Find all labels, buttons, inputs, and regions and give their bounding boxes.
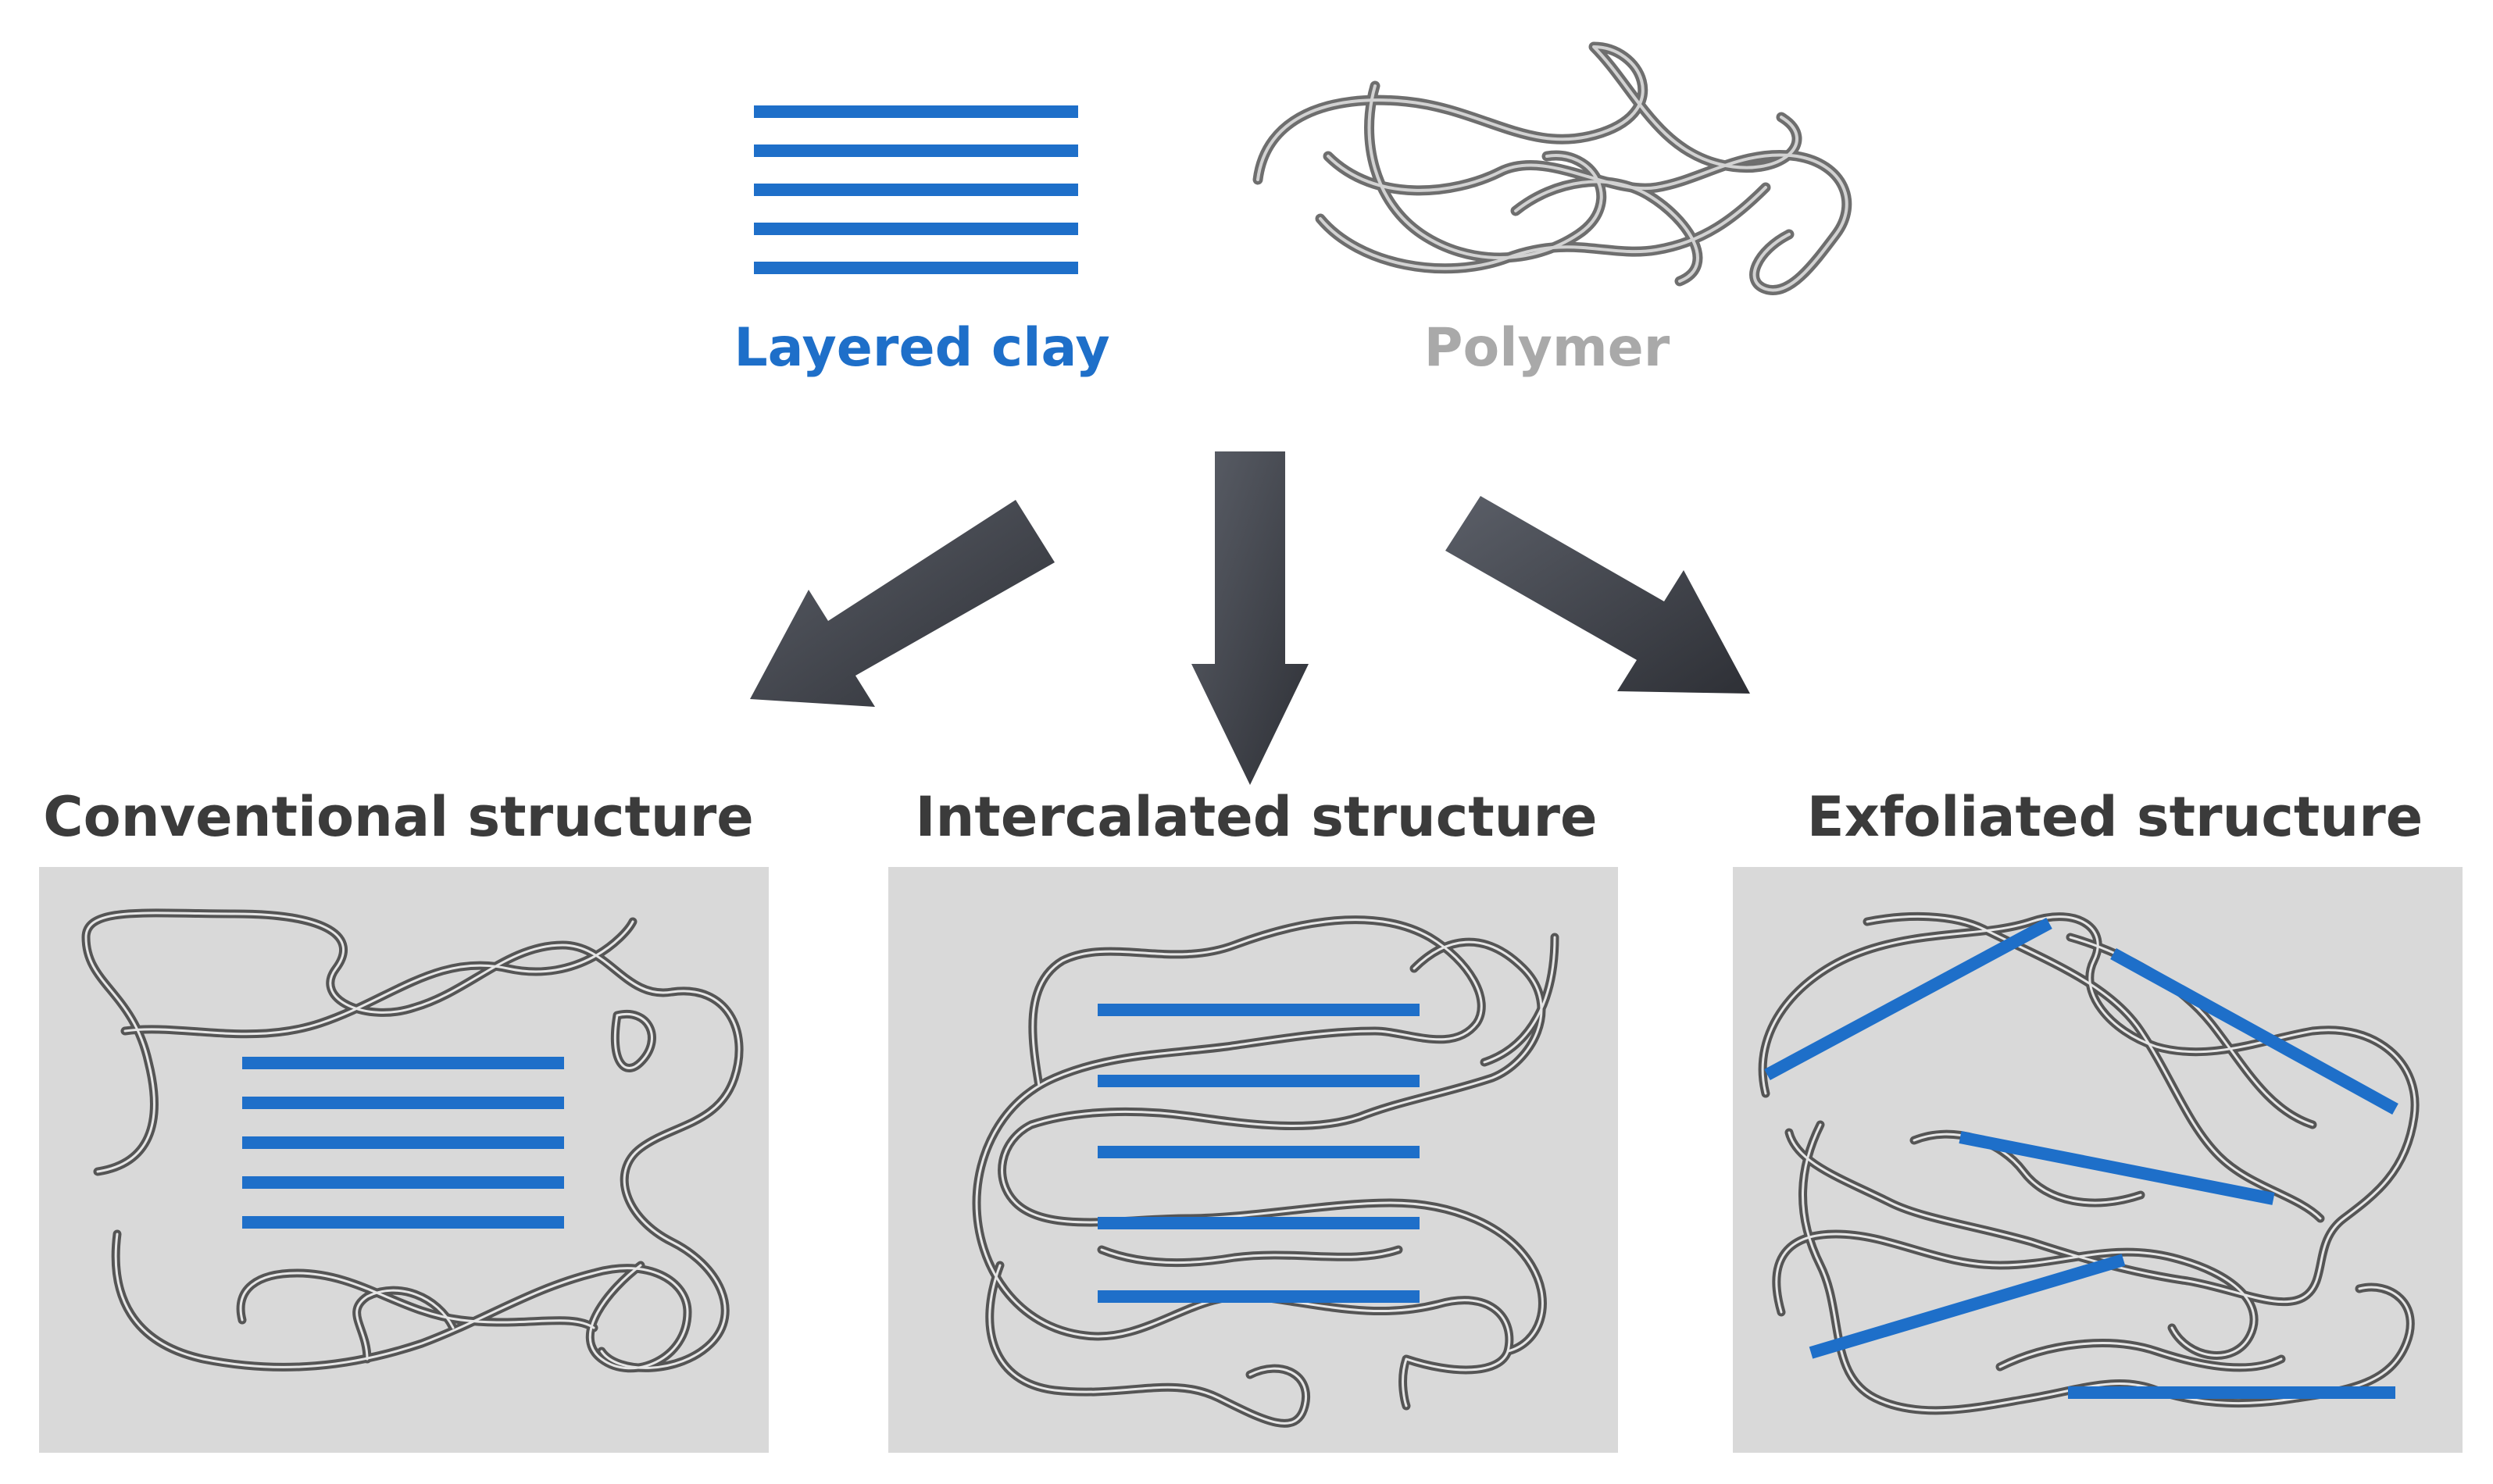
polymer-label: Polymer [1424, 317, 1670, 379]
arrow-down-center [1191, 451, 1309, 785]
clay-stack [242, 1057, 564, 1229]
arrow-down-right [1445, 496, 1750, 694]
conventional-structure-panel [39, 867, 769, 1453]
arrow-down-left [750, 500, 1055, 707]
intercalated-structure-panel [888, 867, 1618, 1453]
layered-clay-icon [754, 105, 1078, 274]
layered-clay-label: Layered clay [734, 317, 1109, 379]
conventional-structure-title: Conventional structure [43, 785, 754, 849]
polymer-chain-icon [1252, 41, 1852, 295]
clay-stack [1098, 1004, 1420, 1303]
polymer-chain [972, 915, 1559, 1428]
polymer-chain [1758, 911, 2420, 1415]
exfoliated-structure-panel [1733, 867, 2463, 1453]
clay-sheets [1764, 917, 2398, 1399]
intercalated-structure-title: Intercalated structure [916, 785, 1598, 849]
exfoliated-structure-title: Exfoliated structure [1807, 785, 2423, 849]
polymer-chain [81, 908, 744, 1373]
